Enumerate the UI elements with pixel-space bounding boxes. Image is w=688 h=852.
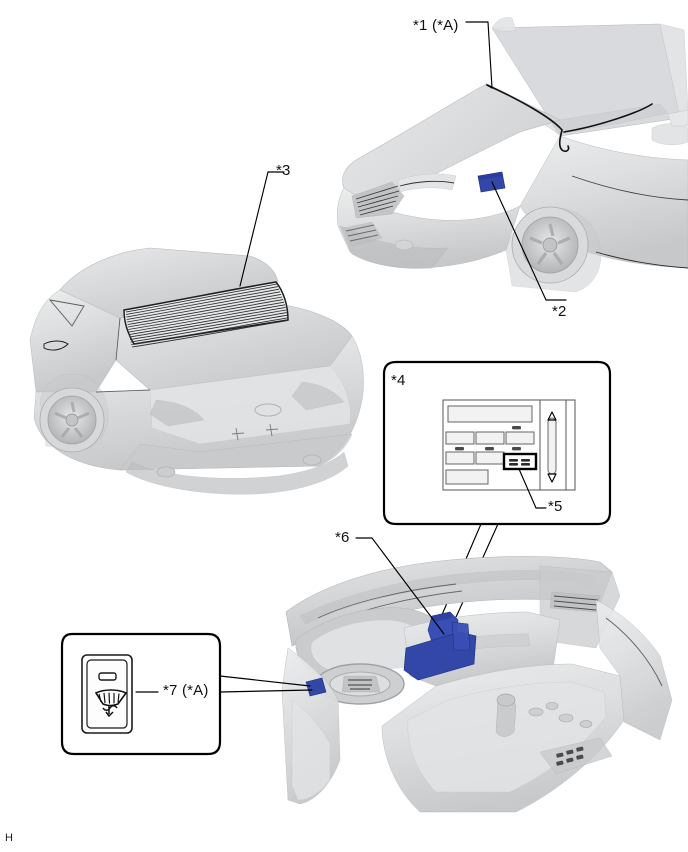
indicator-lamp-slot xyxy=(98,672,117,681)
callout-label-4: *4 xyxy=(391,372,406,389)
windshield-deicer-icon xyxy=(94,689,128,718)
deicer-switch-location xyxy=(305,677,327,697)
defogger-switch-button[interactable] xyxy=(502,452,538,471)
steering-wheel xyxy=(315,663,405,705)
console-buttons xyxy=(528,702,593,728)
page-corner-marker: H xyxy=(5,832,13,844)
callout-label-1: *1 (*A) xyxy=(413,17,459,34)
leader-line-5 xyxy=(518,468,547,509)
deicer-switch[interactable] xyxy=(81,654,133,734)
callout-label-7: *7 (*A) xyxy=(163,682,209,699)
callout-label-2: *2 xyxy=(552,303,567,320)
vertical-double-arrow-icon xyxy=(547,411,557,483)
leader-line-3 xyxy=(239,171,285,287)
audio-control-panel-inset xyxy=(382,360,612,627)
leader-line-2 xyxy=(491,181,567,301)
leader-line-6 xyxy=(355,537,445,635)
front-exterior-vehicle xyxy=(337,17,688,293)
callout-label-6: *6 xyxy=(335,529,350,546)
callout-label-3: *3 xyxy=(276,162,291,179)
callout-label-5: *5 xyxy=(548,498,563,515)
windshield-deicer-wire xyxy=(486,84,653,153)
rear-window-defogger-grid xyxy=(123,281,289,348)
leader-line-1 xyxy=(465,21,493,89)
panel-face-drawing xyxy=(442,399,576,491)
rear-exterior-vehicle xyxy=(29,247,364,495)
windshield-deicer-switch-inset xyxy=(60,632,222,756)
leader-line-7 xyxy=(135,675,313,693)
interior-dashboard xyxy=(281,556,673,813)
shift-lever xyxy=(495,693,517,737)
instrument-panel-module xyxy=(403,611,477,681)
